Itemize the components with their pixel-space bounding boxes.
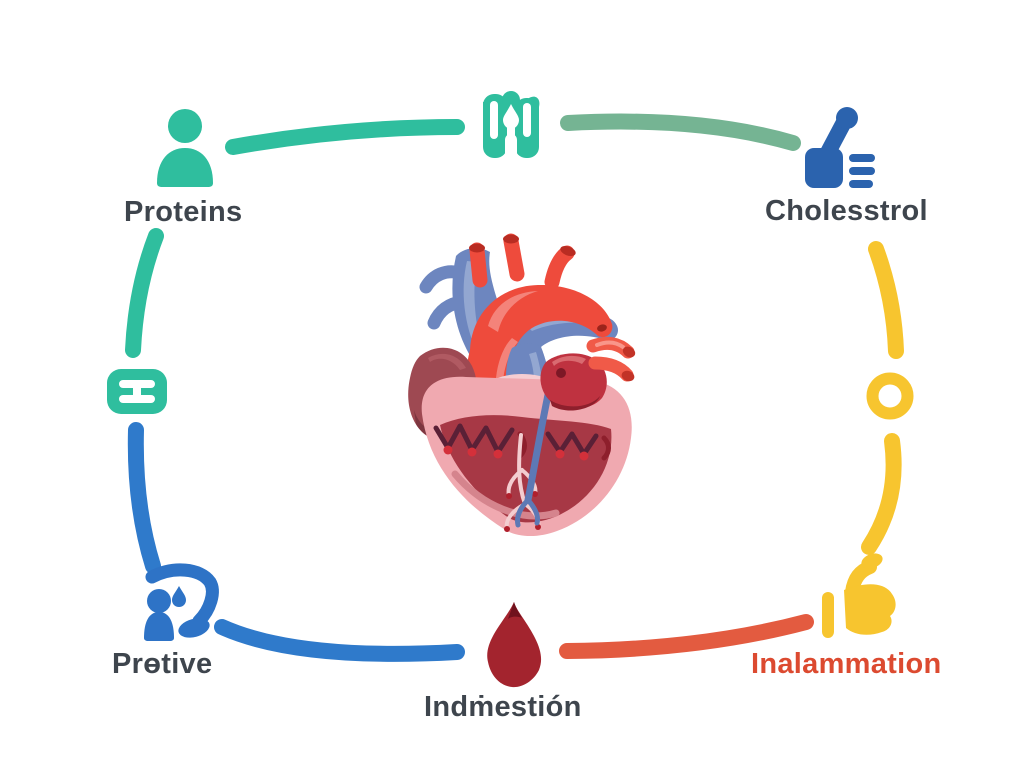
connector-left-lower	[127, 422, 161, 574]
blood-drop-tip	[508, 602, 522, 619]
connector-right-upper	[868, 241, 904, 359]
connector-top-right	[560, 113, 801, 151]
thumbs-up-icon	[822, 553, 896, 638]
proteins-label: Proteins	[124, 196, 243, 228]
connector-right-lower	[861, 433, 902, 555]
inflammation-label: Inalammation	[751, 648, 942, 680]
medicine-droplet-icon	[483, 91, 540, 160]
arrow-stroke	[145, 563, 219, 628]
hand-lever-list-icon	[805, 107, 875, 188]
anatomical-heart-illustration	[408, 233, 636, 537]
connector-top-left	[225, 119, 465, 155]
person-icon	[157, 109, 213, 187]
prevention-label: Prɵtive	[112, 648, 213, 680]
connector-bottom-left	[214, 619, 465, 662]
ring-icon	[866, 372, 914, 420]
blood-drop-icon	[487, 602, 542, 688]
connector-bottom-right	[559, 614, 814, 659]
cholesterol-label: Cholesstrol	[765, 195, 928, 227]
ingestion-label: Indṁestión	[424, 691, 582, 723]
h-badge-icon	[107, 369, 167, 414]
connector-left-upper	[125, 228, 164, 358]
person-droplet-arrow-icon	[144, 563, 219, 641]
